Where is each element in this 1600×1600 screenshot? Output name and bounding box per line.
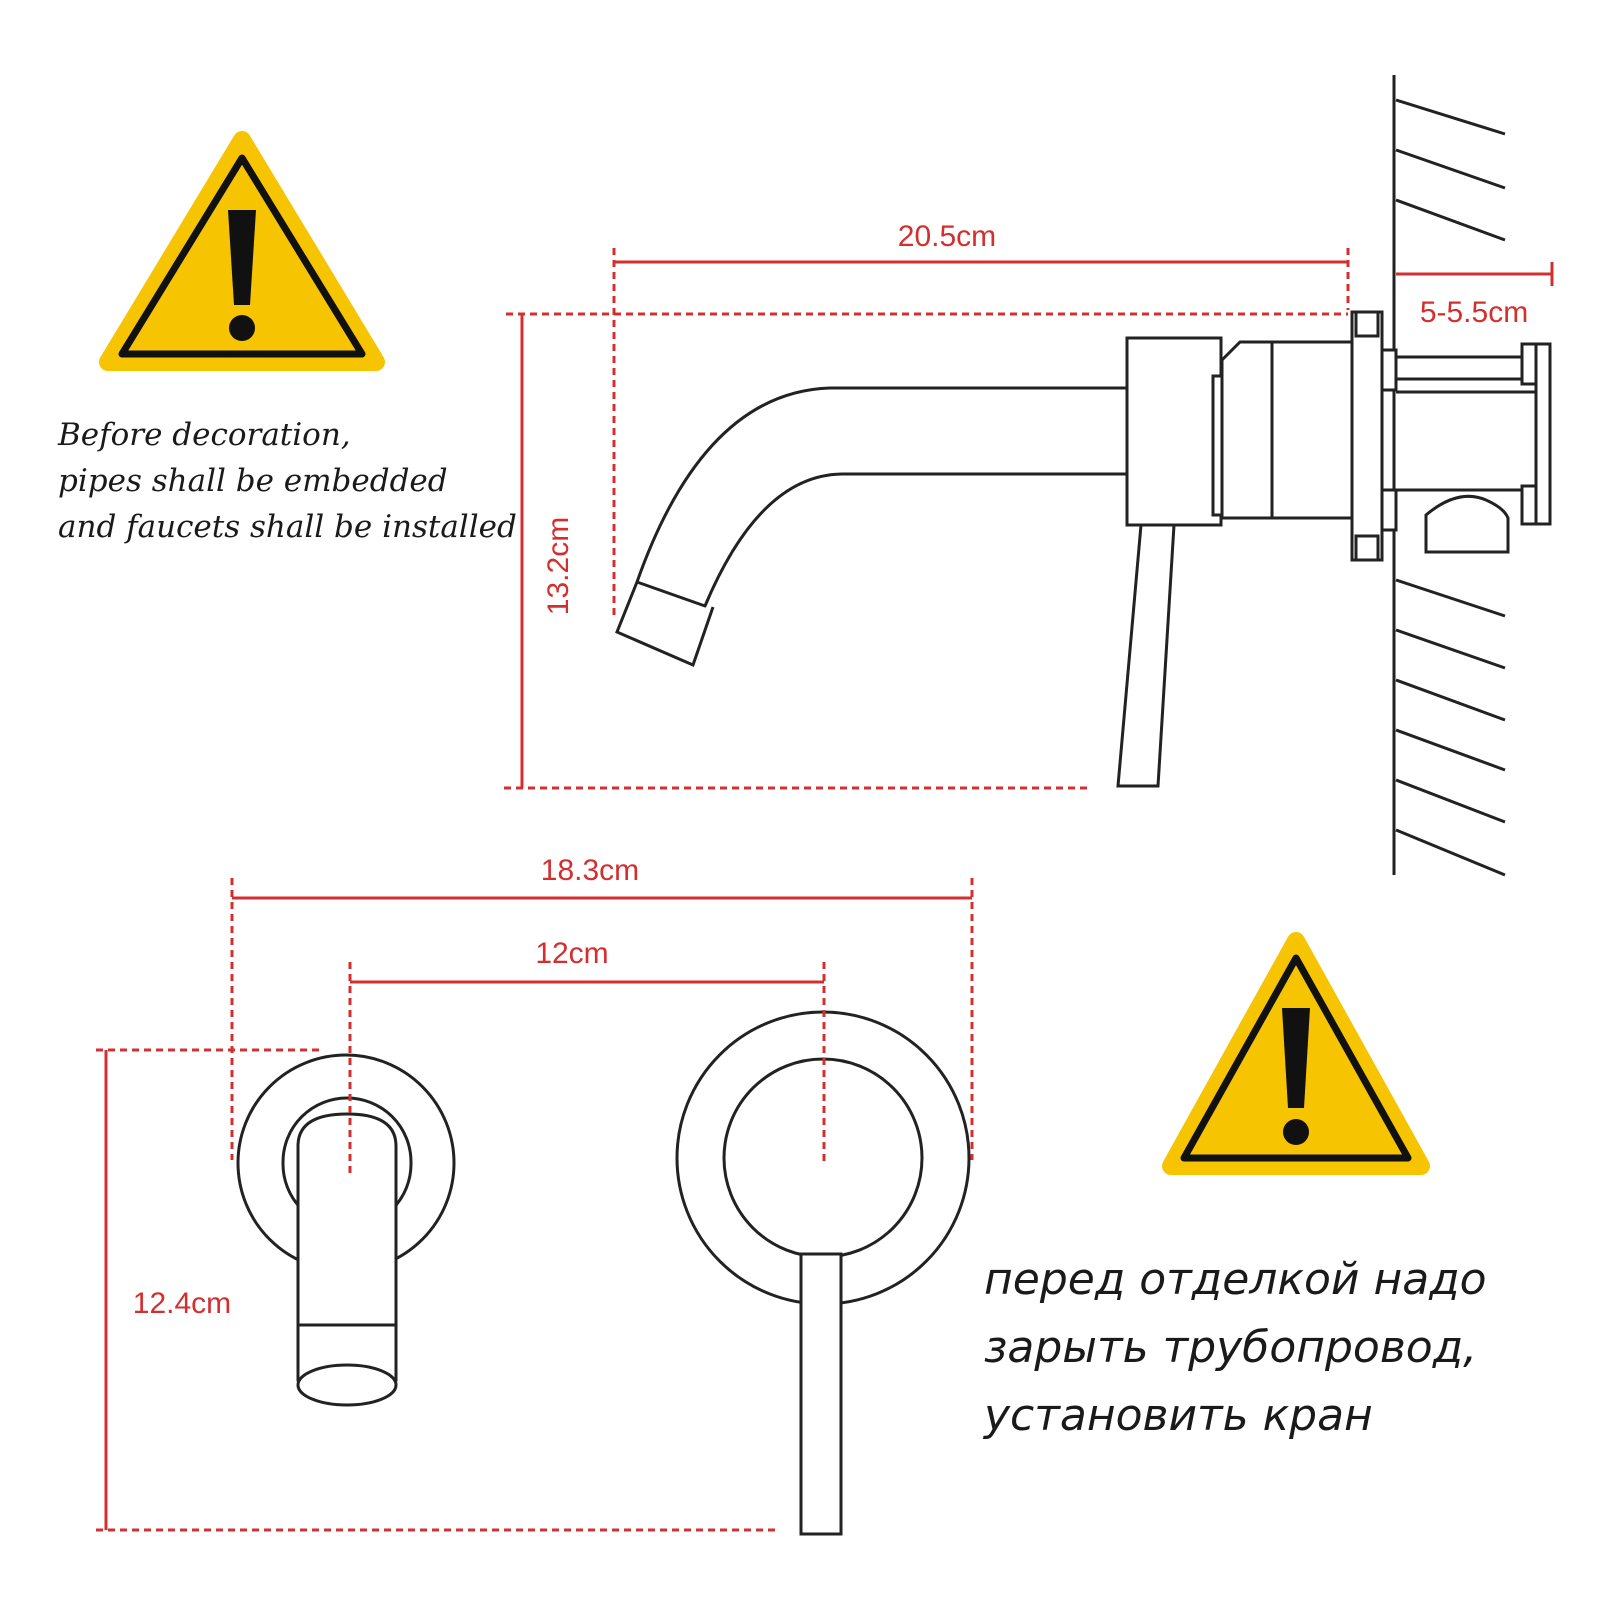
wall-depth-label: 5-5.5cm [1420, 296, 1528, 329]
wall [1392, 75, 1506, 877]
center-distance-label: 12cm [535, 937, 608, 970]
faucet-front-view [236, 1010, 971, 1536]
installation-note-english: Before decoration, pipes shall be embedd… [58, 417, 517, 545]
installation-note-russian: перед отделкой надо зарыть трубопровод, … [984, 1254, 1487, 1441]
dimension-lines-side [504, 248, 1554, 790]
faucet-side-view [615, 310, 1552, 788]
dimension-lines-front [96, 878, 974, 1532]
warning-triangle-icon [1162, 932, 1430, 1175]
plate-height-label: 12.4cm [133, 1287, 231, 1320]
spout-length-label: 20.5cm [898, 220, 996, 253]
total-width-label: 18.3cm [541, 854, 639, 887]
wall-hatching [1395, 98, 1506, 877]
height-label: 13.2cm [542, 517, 575, 615]
warning-triangle-icon [99, 131, 385, 371]
